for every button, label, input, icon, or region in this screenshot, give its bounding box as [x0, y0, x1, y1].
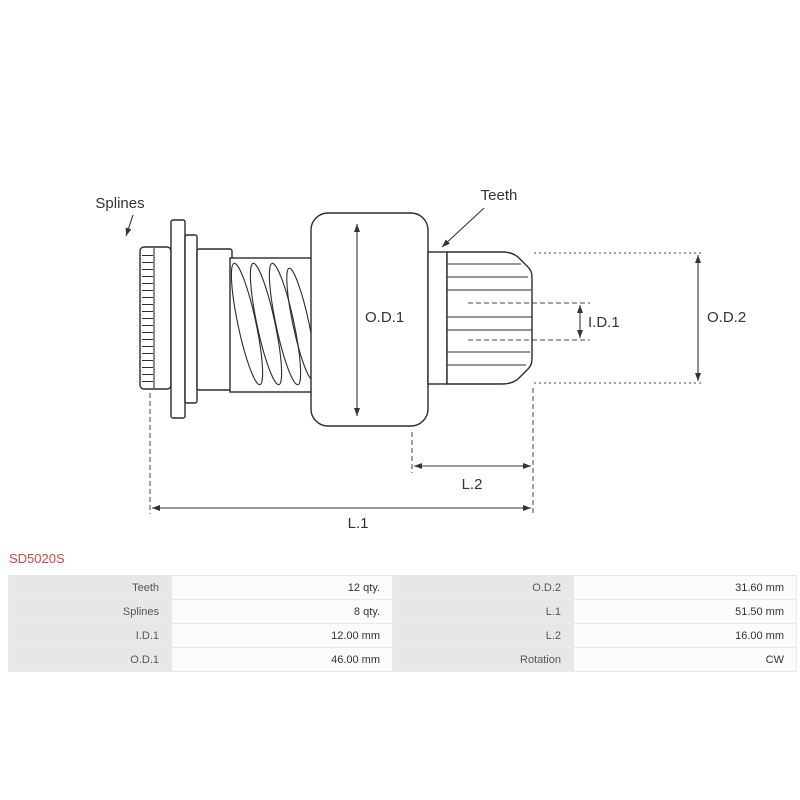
splined-shaft-end	[139, 246, 172, 390]
gear-teeth-lines	[447, 263, 532, 366]
pinion-collar	[427, 251, 448, 385]
spec-table: Teeth 12 qty. O.D.2 31.60 mm Splines 8 q…	[8, 575, 797, 672]
spec-value: 51.50 mm	[574, 600, 796, 623]
splines-label: Splines	[95, 195, 144, 212]
l2-label: L.2	[462, 476, 483, 493]
spec-value: 46.00 mm	[172, 648, 392, 671]
table-row: Teeth 12 qty. O.D.2 31.60 mm	[9, 576, 796, 599]
starter-drive-technical-diagram: O.D.1 I.D.1 O.D.2 L.2	[95, 187, 746, 532]
pinion-gear	[446, 251, 590, 385]
spec-value: 12 qty.	[172, 576, 392, 599]
spec-label: Rotation	[393, 648, 573, 671]
teeth-label: Teeth	[481, 187, 518, 204]
drive-shaft	[229, 257, 313, 393]
l1-label: L.1	[348, 515, 369, 532]
part-number: SD5020S	[9, 551, 65, 566]
spec-value: 12.00 mm	[172, 624, 392, 647]
spec-value: 16.00 mm	[574, 624, 796, 647]
callout-teeth: Teeth	[441, 187, 518, 248]
spec-label: Teeth	[9, 576, 171, 599]
table-row: Splines 8 qty. L.1 51.50 mm	[9, 600, 796, 623]
spec-label: L.1	[393, 600, 573, 623]
spec-label: O.D.1	[9, 648, 171, 671]
od2-label: O.D.2	[707, 309, 746, 326]
retainer-flange	[170, 219, 233, 419]
spec-value: CW	[574, 648, 796, 671]
dim-od2: O.D.2	[534, 252, 746, 384]
od1-label: O.D.1	[365, 309, 404, 326]
spec-label: Splines	[9, 600, 171, 623]
spec-label: L.2	[393, 624, 573, 647]
dim-od1: O.D.1	[354, 224, 404, 416]
spec-value: 8 qty.	[172, 600, 392, 623]
table-row: I.D.1 12.00 mm L.2 16.00 mm	[9, 624, 796, 647]
dim-id1: I.D.1	[577, 305, 620, 338]
dim-l2: L.2	[411, 388, 534, 514]
id1-label: I.D.1	[588, 314, 620, 331]
spec-value: 31.60 mm	[574, 576, 796, 599]
spec-label: O.D.2	[393, 576, 573, 599]
dim-l1: L.1	[149, 393, 531, 532]
table-row: O.D.1 46.00 mm Rotation CW	[9, 648, 796, 671]
spec-label: I.D.1	[9, 624, 171, 647]
spline-hatching	[142, 250, 153, 386]
callout-splines: Splines	[95, 195, 145, 237]
